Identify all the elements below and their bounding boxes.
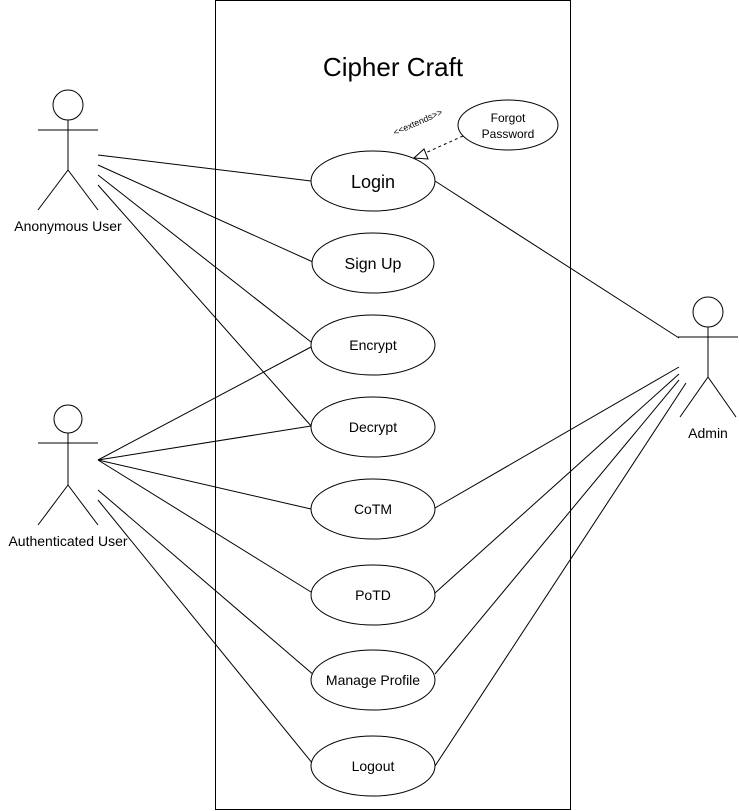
assoc-auth-potd xyxy=(97,459,312,593)
forgot-password-label-line2: Password xyxy=(482,127,535,141)
assoc-admin-logout xyxy=(434,382,687,767)
login-ellipse[interactable] xyxy=(310,150,436,212)
admin-label: Admin xyxy=(688,425,728,441)
assoc-auth-encrypt xyxy=(97,346,312,461)
assoc-anon-encrypt xyxy=(97,174,312,343)
extends-relation: <<extends>> xyxy=(392,107,464,160)
assoc-auth-logout xyxy=(97,499,314,765)
assoc-auth-decrypt xyxy=(97,425,312,461)
authenticated-user-label: Authenticated User xyxy=(8,533,127,549)
login-label: Login xyxy=(351,172,395,192)
encrypt-label: Encrypt xyxy=(349,337,397,353)
logout-label: Logout xyxy=(352,758,395,774)
use-case-signup[interactable]: Sign Up xyxy=(311,232,435,294)
use-case-logout[interactable]: Logout xyxy=(310,735,436,797)
assoc-anon-login xyxy=(97,154,312,182)
decrypt-label: Decrypt xyxy=(349,419,397,435)
assoc-admin-login xyxy=(434,180,680,339)
assoc-admin-manage-profile xyxy=(434,379,680,675)
associations xyxy=(97,154,687,767)
forgot-password-ellipse[interactable] xyxy=(457,99,559,151)
use-case-potd[interactable]: PoTD xyxy=(310,564,436,626)
encrypt-ellipse[interactable] xyxy=(310,314,436,376)
signup-ellipse[interactable] xyxy=(311,232,435,294)
cotm-ellipse[interactable] xyxy=(310,478,436,540)
forgot-password-label-line1: Forgot xyxy=(491,111,526,125)
use-case-decrypt[interactable]: Decrypt xyxy=(310,396,436,458)
cotm-label: CoTM xyxy=(354,501,392,517)
assoc-anon-signup xyxy=(97,164,314,263)
use-case-forgot-password[interactable]: Forgot Password xyxy=(457,99,559,151)
extends-arrowhead xyxy=(412,148,429,160)
manage-profile-ellipse[interactable] xyxy=(310,649,436,711)
logout-ellipse[interactable] xyxy=(310,735,436,797)
authenticated-user-stick-figure-icon xyxy=(37,404,99,526)
anonymous-user-label: Anonymous User xyxy=(14,218,122,234)
decrypt-ellipse[interactable] xyxy=(310,396,436,458)
admin-stick-figure-icon xyxy=(678,296,738,418)
actor-anonymous-user[interactable]: Anonymous User xyxy=(14,89,122,234)
system-boundary xyxy=(215,0,571,810)
assoc-admin-potd xyxy=(434,373,680,594)
manage-profile-label: Manage Profile xyxy=(326,672,420,688)
assoc-auth-manage-profile xyxy=(97,489,316,677)
anonymous-user-stick-figure-icon xyxy=(37,89,99,211)
system-title: Cipher Craft xyxy=(323,52,464,82)
assoc-anon-decrypt xyxy=(97,184,313,428)
extends-dashed-line xyxy=(422,135,464,155)
use-case-cotm[interactable]: CoTM xyxy=(310,478,436,540)
actor-admin[interactable]: Admin xyxy=(678,296,738,441)
potd-ellipse[interactable] xyxy=(310,564,436,626)
assoc-admin-cotm xyxy=(434,366,680,509)
signup-label: Sign Up xyxy=(345,256,402,273)
use-case-login[interactable]: Login xyxy=(310,150,436,212)
use-case-manage-profile[interactable]: Manage Profile xyxy=(310,649,436,711)
actor-authenticated-user[interactable]: Authenticated User xyxy=(8,404,128,549)
assoc-auth-cotm xyxy=(97,459,312,510)
extends-label: <<extends>> xyxy=(392,107,444,138)
potd-label: PoTD xyxy=(355,587,391,603)
use-case-encrypt[interactable]: Encrypt xyxy=(310,314,436,376)
